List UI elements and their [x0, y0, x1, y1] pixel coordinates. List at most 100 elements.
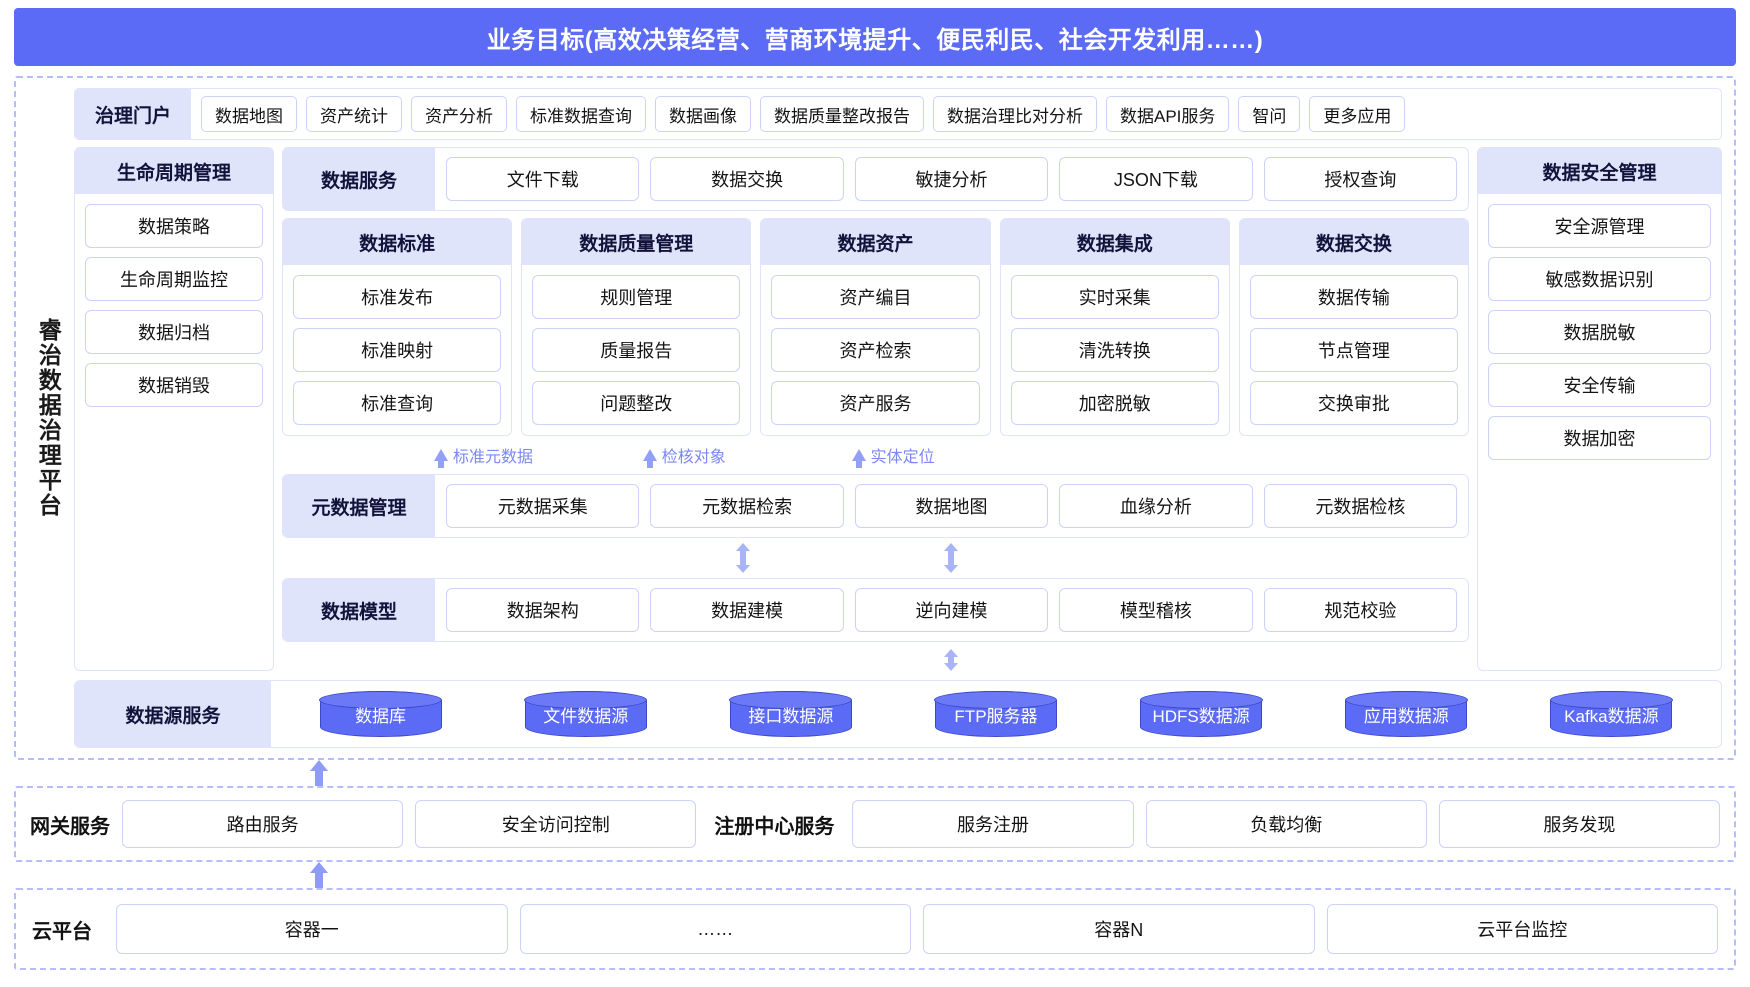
security-items: 安全源管理 敏感数据识别 数据脱敏 安全传输 数据加密: [1478, 194, 1721, 470]
group-head-data-standard: 数据标准: [283, 219, 512, 265]
governance-platform-block: 睿治数据治理平台 治理门户 数据地图 资产统计 资产分析 标准数据查询 数据画像…: [14, 76, 1736, 760]
item-asset-catalog[interactable]: 资产编目: [771, 275, 980, 319]
arrow-cell-empty: [643, 649, 843, 671]
item-secure-transmission[interactable]: 安全传输: [1488, 363, 1711, 407]
tab-standard-data-query[interactable]: 标准数据查询: [516, 96, 646, 132]
main-columns: 生命周期管理 数据策略 生命周期监控 数据归档 数据销毁 数据服务 文件下载: [74, 147, 1722, 671]
gateway-item-routing-service[interactable]: 路由服务: [122, 800, 404, 848]
arrow-cell-reverse-modeling: [852, 649, 1052, 671]
tab-asset-statistics[interactable]: 资产统计: [306, 96, 402, 132]
item-metadata-search[interactable]: 元数据检索: [650, 484, 844, 528]
annotation-label-entity-location: 实体定位: [870, 449, 935, 466]
group-items-data-quality: 规则管理 质量报告 问题整改: [522, 265, 750, 435]
item-asset-search[interactable]: 资产检索: [771, 328, 980, 372]
annotation-standard-metadata: 标准元数据: [434, 443, 634, 468]
up-arrow-icon: [310, 862, 328, 888]
item-encrypt-desensitize[interactable]: 加密脱敏: [1010, 381, 1219, 425]
metadata-model-arrow-strip: [282, 543, 1469, 573]
data-service-item-file-download[interactable]: 文件下载: [446, 157, 640, 201]
portal-head-label: 治理门户: [75, 89, 191, 139]
group-items-data-exchange: 数据传输 节点管理 交换审批: [1240, 265, 1468, 435]
item-data-modeling[interactable]: 数据建模: [650, 588, 844, 632]
item-exchange-approval[interactable]: 交换审批: [1249, 381, 1459, 425]
cloud-item-container-n[interactable]: 容器N: [923, 904, 1315, 954]
datasource-ftp[interactable]: FTP服务器: [934, 690, 1058, 737]
item-standard-publish[interactable]: 标准发布: [293, 275, 502, 319]
datasource-hdfs[interactable]: HDFS数据源: [1139, 690, 1263, 737]
group-items-data-asset: 资产编目 资产检索 资产服务: [761, 265, 989, 435]
registry-center-label: 注册中心服务: [714, 815, 835, 838]
item-rule-management[interactable]: 规则管理: [532, 275, 741, 319]
item-issue-rectification[interactable]: 问题整改: [532, 381, 741, 425]
data-service-item-agile-analysis[interactable]: 敏捷分析: [854, 157, 1049, 201]
lifecycle-items: 数据策略 生命周期监控 数据归档 数据销毁: [75, 194, 273, 417]
platform-body: 治理门户 数据地图 资产统计 资产分析 标准数据查询 数据画像 数据质量整改报告…: [70, 88, 1722, 748]
cloud-item-container-one[interactable]: 容器一: [116, 904, 508, 954]
up-arrow-icon: [434, 449, 448, 468]
item-standard-mapping[interactable]: 标准映射: [293, 328, 502, 372]
datasource-interface[interactable]: 接口数据源: [729, 690, 853, 737]
item-metadata-audit[interactable]: 元数据检核: [1263, 484, 1458, 528]
group-card-data-exchange: 数据交换 数据传输 节点管理 交换审批: [1238, 218, 1470, 436]
item-security-source-management[interactable]: 安全源管理: [1488, 204, 1711, 248]
tab-governance-comparison-analysis[interactable]: 数据治理比对分析: [933, 96, 1097, 132]
item-model-audit[interactable]: 模型稽核: [1059, 588, 1253, 632]
item-realtime-collection[interactable]: 实时采集: [1010, 275, 1219, 319]
item-asset-service[interactable]: 资产服务: [771, 381, 980, 425]
registry-item-load-balancing[interactable]: 负载均衡: [1145, 800, 1427, 848]
lifecycle-item-data-destroy[interactable]: 数据销毁: [85, 363, 263, 407]
item-quality-report[interactable]: 质量报告: [532, 328, 741, 372]
data-service-item-json-download[interactable]: JSON下载: [1059, 157, 1253, 201]
group-card-data-integration: 数据集成 实时采集 清洗转换 加密脱敏: [999, 218, 1230, 436]
cloud-item-cloud-monitoring[interactable]: 云平台监控: [1326, 904, 1718, 954]
item-standard-query[interactable]: 标准查询: [293, 381, 502, 425]
group-head-data-quality: 数据质量管理: [522, 219, 751, 265]
datasource-kafka[interactable]: Kafka数据源: [1549, 690, 1673, 737]
lifecycle-item-data-archive[interactable]: 数据归档: [85, 310, 263, 354]
data-service-item-data-exchange[interactable]: 数据交换: [650, 157, 844, 201]
data-model-row: 数据模型 数据架构 数据建模 逆向建模 模型稽核 规范校验: [282, 578, 1469, 642]
item-node-management[interactable]: 节点管理: [1249, 328, 1459, 372]
tab-smart-ask[interactable]: 智问: [1238, 96, 1301, 132]
group-card-data-quality: 数据质量管理 规则管理 质量报告 问题整改: [521, 218, 752, 436]
item-spec-validation[interactable]: 规范校验: [1263, 588, 1458, 632]
up-arrow-icon: [851, 449, 866, 468]
datasource-service-row: 数据源服务 数据库 文件数据源 接口数据源 FTP服务器 HDFS数据源 应用数…: [74, 680, 1722, 748]
tab-data-profiling[interactable]: 数据画像: [655, 96, 751, 132]
tab-more-apps[interactable]: 更多应用: [1309, 96, 1406, 132]
datasource-database[interactable]: 数据库: [319, 690, 443, 737]
data-security-card: 数据安全管理 安全源管理 敏感数据识别 数据脱敏 安全传输 数据加密: [1477, 147, 1722, 671]
item-data-encryption[interactable]: 数据加密: [1488, 416, 1711, 460]
item-reverse-modeling[interactable]: 逆向建模: [854, 588, 1049, 632]
item-data-desensitization[interactable]: 数据脱敏: [1488, 310, 1711, 354]
gateway-item-secure-access-control[interactable]: 安全访问控制: [415, 800, 697, 848]
connector-cloud-to-gateway: [14, 862, 1736, 888]
datasource-file[interactable]: 文件数据源: [524, 690, 648, 737]
lifecycle-card: 生命周期管理 数据策略 生命周期监控 数据归档 数据销毁: [74, 147, 274, 671]
arrow-cell-empty: [434, 649, 634, 671]
tab-data-api-service[interactable]: 数据API服务: [1106, 96, 1230, 132]
gateway-label: 网关服务: [30, 815, 110, 838]
cloud-item-ellipsis[interactable]: ……: [519, 904, 911, 954]
item-sensitive-data-identification[interactable]: 敏感数据识别: [1488, 257, 1711, 301]
lifecycle-item-lifecycle-monitor[interactable]: 生命周期监控: [85, 257, 263, 301]
item-data-architecture[interactable]: 数据架构: [446, 588, 640, 632]
data-service-item-authorized-query[interactable]: 授权查询: [1263, 157, 1458, 201]
tab-asset-analysis[interactable]: 资产分析: [411, 96, 507, 132]
item-lineage-analysis[interactable]: 血缘分析: [1059, 484, 1253, 528]
registry-item-service-discovery[interactable]: 服务发现: [1438, 800, 1721, 848]
item-data-transfer[interactable]: 数据传输: [1249, 275, 1459, 319]
datasource-label: HDFS数据源: [1152, 706, 1250, 726]
datasource-label: FTP服务器: [954, 706, 1038, 726]
tab-data-map[interactable]: 数据地图: [201, 96, 297, 132]
item-clean-transform[interactable]: 清洗转换: [1010, 328, 1219, 372]
registry-item-service-registration[interactable]: 服务注册: [852, 800, 1134, 848]
tab-quality-rectification-report[interactable]: 数据质量整改报告: [760, 96, 924, 132]
item-metadata-collection[interactable]: 元数据采集: [446, 484, 640, 528]
item-data-map[interactable]: 数据地图: [854, 484, 1049, 528]
group-head-data-exchange: 数据交换: [1239, 219, 1469, 265]
datasource-application[interactable]: 应用数据源: [1344, 690, 1468, 737]
lifecycle-item-data-policy[interactable]: 数据策略: [85, 204, 263, 248]
lifecycle-head-label: 生命周期管理: [75, 148, 273, 194]
